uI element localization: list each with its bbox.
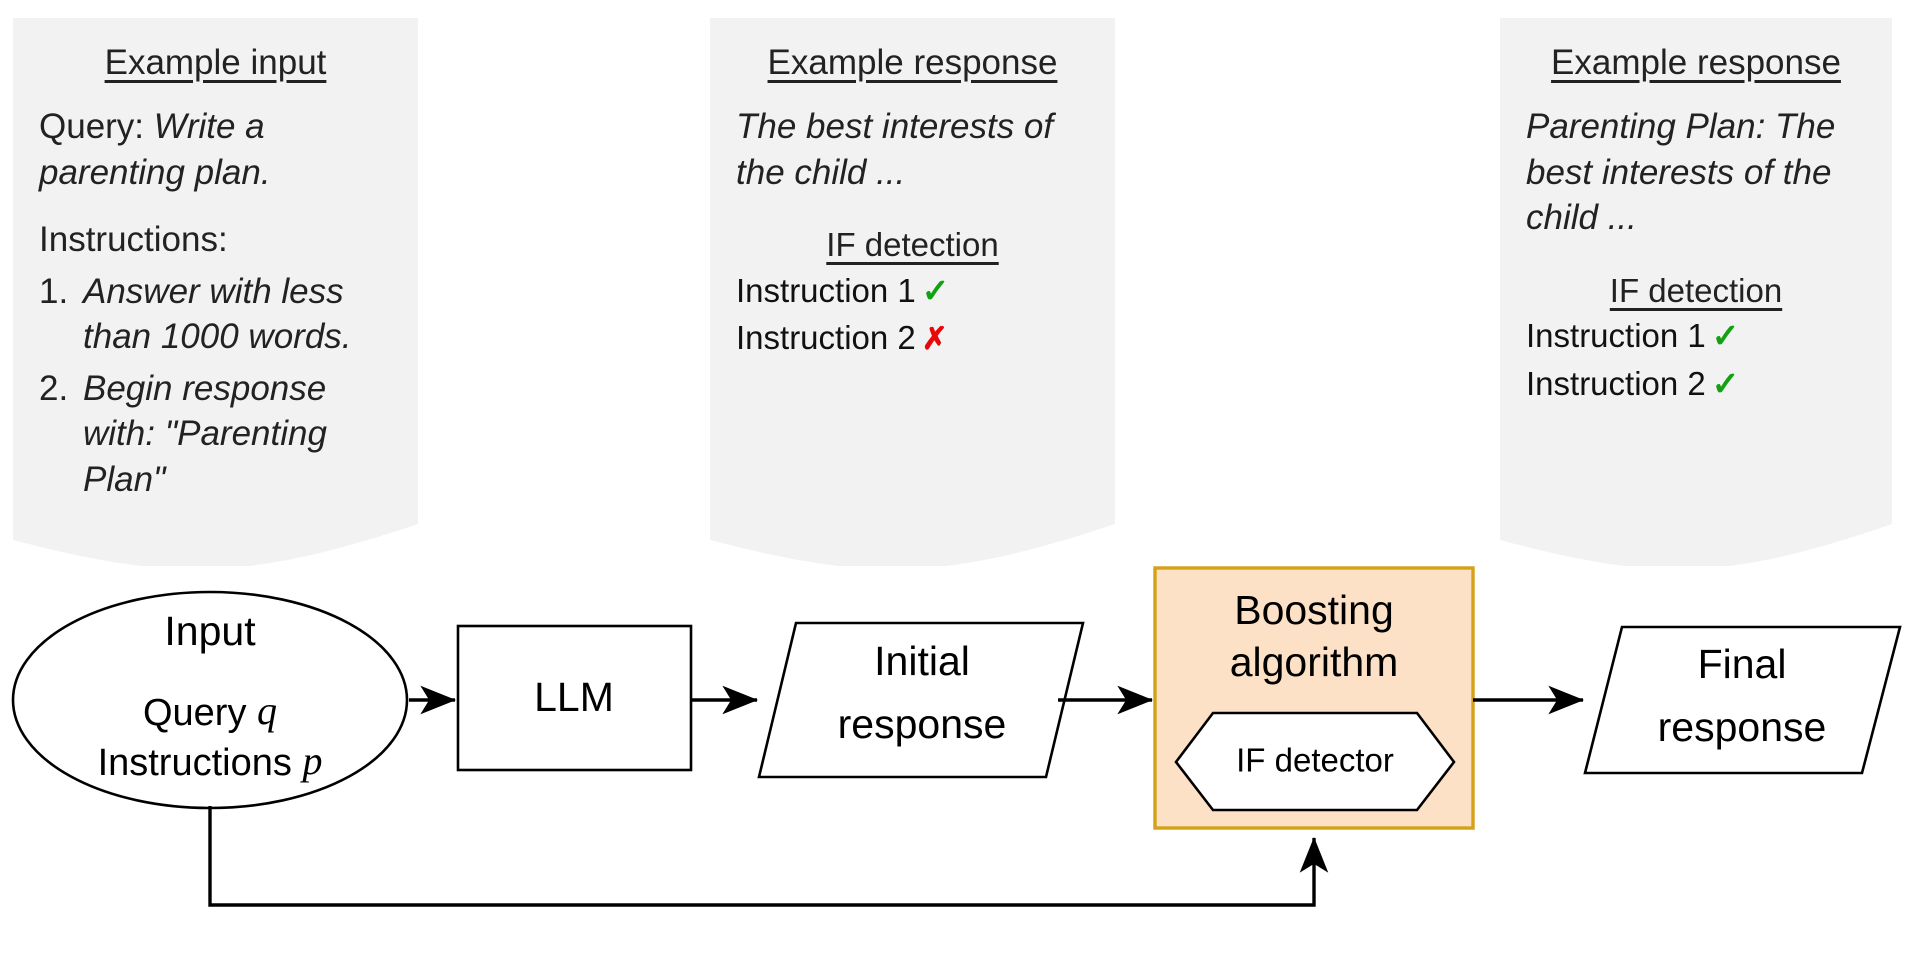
list-item-number: 2. bbox=[39, 368, 69, 408]
list-item-text: Begin response with: "Parenting Plan" bbox=[83, 368, 327, 499]
if-detection-row: Instruction 2✓ bbox=[1526, 362, 1866, 406]
note-card-example-input: Example input Query: Write a parenting p… bbox=[13, 18, 418, 566]
final-response-line1: Final bbox=[1698, 641, 1787, 687]
if-row-label: Instruction 1 bbox=[736, 271, 916, 309]
initial-response-line1: Initial bbox=[874, 638, 970, 684]
boosting-line2: algorithm bbox=[1230, 639, 1399, 685]
if-detection-heading: IF detection bbox=[826, 226, 999, 264]
query-line: Query: Write a parenting plan. bbox=[39, 104, 392, 195]
instructions-list: 1. Answer with less than 1000 words. 2. Be… bbox=[39, 269, 392, 503]
note-card-example-response-final: Example response Parenting Plan: The bes… bbox=[1500, 18, 1892, 566]
if-detection-row: Instruction 1✓ bbox=[1526, 314, 1866, 358]
response-text: The best interests of the child ... bbox=[736, 107, 1054, 192]
if-detection-row: Instruction 2✗ bbox=[736, 316, 1089, 360]
note-card-background bbox=[710, 18, 1115, 566]
cross-icon: ✗ bbox=[921, 321, 948, 357]
note-card-body: Example response Parenting Plan: The bes… bbox=[1500, 43, 1892, 405]
input-instructions-variable: p bbox=[299, 738, 322, 783]
flow-node-boosting-algorithm[interactable]: Boosting algorithm IF detector bbox=[1153, 566, 1475, 830]
note-card-background bbox=[13, 18, 418, 566]
input-instructions-line: Instructions p bbox=[98, 738, 323, 784]
check-icon: ✓ bbox=[1711, 364, 1740, 402]
llm-box-shape bbox=[456, 624, 693, 772]
note-title: Example response bbox=[1551, 43, 1841, 82]
list-item-number: 1. bbox=[39, 271, 69, 311]
if-row-label: Instruction 1 bbox=[1526, 317, 1706, 355]
check-icon: ✓ bbox=[1711, 317, 1740, 355]
if-row-label: Instruction 2 bbox=[1526, 364, 1706, 402]
check-icon: ✓ bbox=[921, 271, 950, 309]
note-title: Example input bbox=[104, 43, 327, 82]
note-title: Example response bbox=[767, 43, 1058, 82]
initial-response-line2: response bbox=[838, 701, 1007, 747]
flow-node-initial-response[interactable]: Initial response bbox=[757, 621, 1085, 779]
query-label: Query: bbox=[39, 107, 145, 147]
input-instructions-label: Instructions bbox=[98, 742, 292, 784]
if-row-label: Instruction 2 bbox=[736, 319, 916, 357]
flow-node-input[interactable]: Input Query q Instructions p bbox=[11, 590, 409, 810]
final-response-line2: response bbox=[1658, 704, 1827, 750]
arrow-feedback-input-to-boosting bbox=[208, 806, 1329, 907]
input-query-label: Query bbox=[143, 692, 246, 734]
if-detection-row: Instruction 1✓ bbox=[736, 269, 1089, 313]
flow-node-llm[interactable]: LLM bbox=[456, 624, 693, 772]
if-detection-heading: IF detection bbox=[1609, 271, 1783, 309]
instructions-label: Instructions: bbox=[39, 220, 228, 260]
query-text: Write a parenting plan. bbox=[39, 107, 271, 192]
input-title: Input bbox=[164, 608, 256, 654]
boosting-line1: Boosting bbox=[1234, 587, 1394, 633]
if-detector-hexagon-shape bbox=[1174, 711, 1456, 812]
list-item: 2. Begin response with: "Parenting Plan" bbox=[39, 366, 392, 503]
input-query-line: Query q bbox=[143, 688, 277, 734]
response-text: Parenting Plan: The best interests of th… bbox=[1526, 107, 1836, 238]
note-card-example-response-initial: Example response The best interests of t… bbox=[710, 18, 1115, 566]
final-response-parallelogram-shape bbox=[1583, 625, 1902, 775]
note-card-background bbox=[1500, 18, 1892, 566]
initial-response-parallelogram-shape bbox=[757, 621, 1085, 779]
list-item: 1. Answer with less than 1000 words. bbox=[39, 269, 392, 360]
llm-label: LLM bbox=[534, 674, 614, 720]
input-query-variable: q bbox=[257, 688, 277, 733]
note-card-body: Example input Query: Write a parenting p… bbox=[13, 43, 418, 502]
if-detector-label: IF detector bbox=[1236, 742, 1394, 779]
flow-node-if-detector[interactable]: IF detector bbox=[1174, 711, 1456, 812]
flow-node-final-response[interactable]: Final response bbox=[1583, 625, 1902, 775]
note-card-body: Example response The best interests of t… bbox=[710, 43, 1115, 360]
list-item-text: Answer with less than 1000 words. bbox=[83, 271, 352, 357]
